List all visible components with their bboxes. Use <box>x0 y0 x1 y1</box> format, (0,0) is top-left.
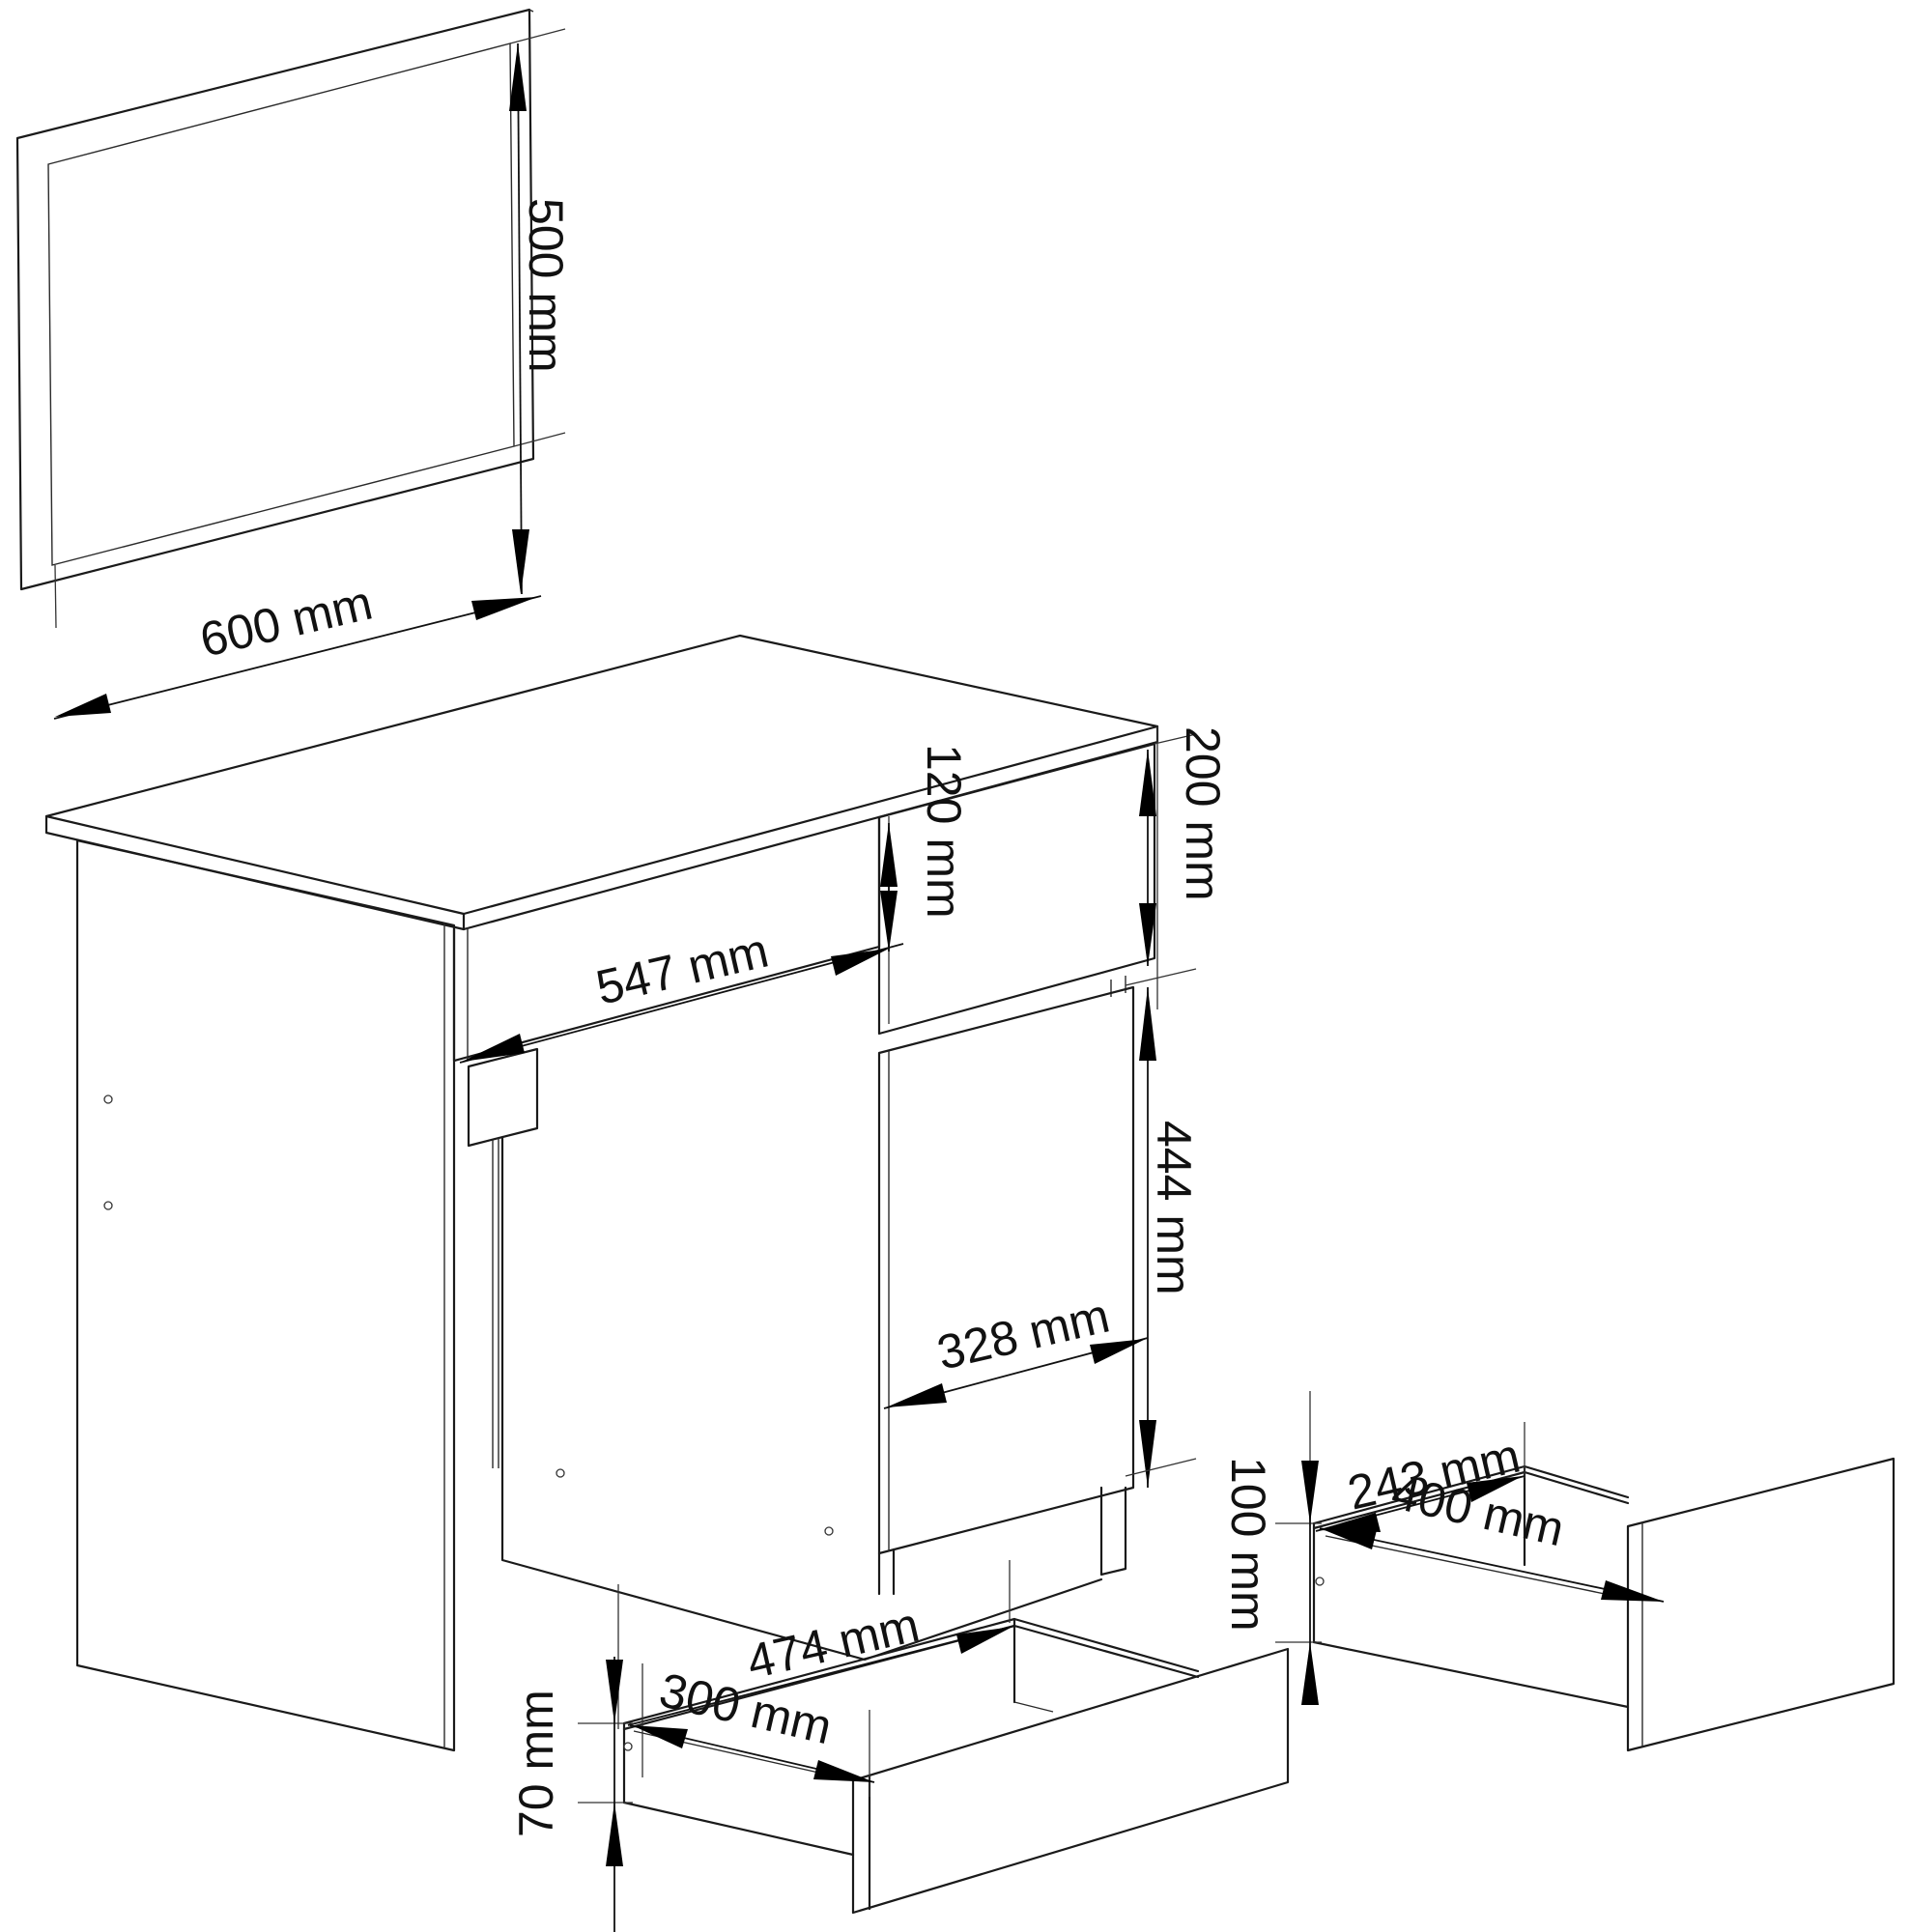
left-drawer-height-label: 70 mm <box>509 1690 563 1837</box>
left-drawer-dimensions <box>578 1560 1015 1932</box>
hinge-hole <box>103 1094 113 1104</box>
right-drawer <box>1312 1457 1896 1752</box>
desk-drawer-height-label: 120 mm <box>917 744 971 919</box>
drawer-hole <box>623 1742 633 1751</box>
desk <box>44 634 1159 1752</box>
desk-top-drawer-height-label: 200 mm <box>1176 726 1230 901</box>
left-drawer-depth-label: 474 mm <box>742 1598 925 1690</box>
right-drawer-height-label: 100 mm <box>1221 1457 1275 1632</box>
back-hole <box>824 1526 834 1536</box>
back-hole <box>556 1468 565 1478</box>
desk-dimensions <box>459 726 1197 1488</box>
mirror-height-label: 500 mm <box>519 198 573 373</box>
cabinet-width-label: 328 mm <box>932 1289 1115 1380</box>
mirror-dimensions <box>53 28 566 720</box>
desk-width-label: 547 mm <box>591 923 774 1015</box>
drawer-hole <box>1315 1577 1325 1586</box>
mirror <box>15 8 535 591</box>
cabinet-height-label: 444 mm <box>1147 1121 1201 1295</box>
hinge-hole <box>103 1201 113 1210</box>
right-drawer-dimensions <box>1275 1391 1665 1705</box>
mirror-width-label: 600 mm <box>195 576 378 668</box>
dimension-labels: 500 mm 600 mm 120 mm 200 mm 547 mm 444 m… <box>195 198 1569 1837</box>
left-drawer <box>622 1617 1290 1915</box>
